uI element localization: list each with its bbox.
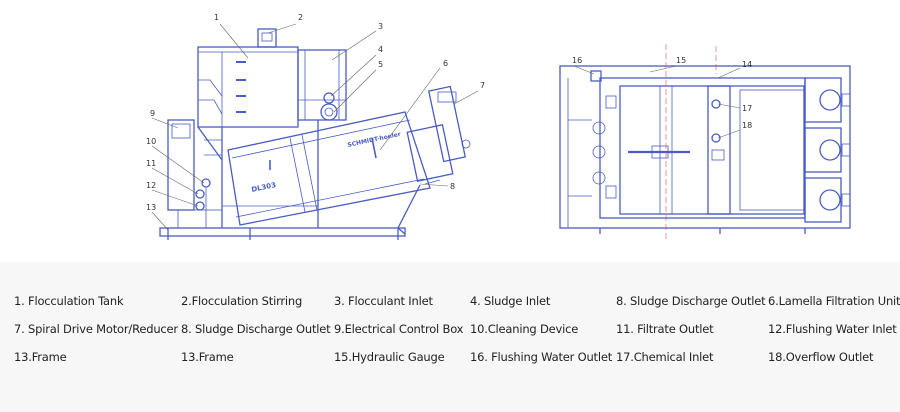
callout-4: 4	[378, 45, 383, 54]
side-view-callouts	[151, 23, 479, 231]
technical-drawing: DL303 SCHMIDT-hoeler 1 2 3 4 5 6 7	[146, 13, 851, 240]
legend-item: 12.Flushing Water Inlet	[768, 322, 897, 336]
callout-1: 1	[214, 13, 219, 22]
legend-item: 16. Flushing Water Outlet	[470, 350, 613, 364]
stirring-motor	[257, 28, 277, 48]
callout-14: 14	[742, 60, 752, 69]
callout-5: 5	[378, 60, 383, 69]
callout-17: 17	[742, 104, 752, 113]
legend-item: 13.Frame	[14, 350, 67, 364]
top-view-callout-labels: 16 15 14 17 18	[572, 56, 752, 130]
callout-15: 15	[676, 56, 686, 65]
drive-motor-3	[819, 189, 841, 211]
callout-13: 13	[146, 203, 156, 212]
callout-9: 9	[150, 109, 155, 118]
legend-item: 13.Frame	[181, 350, 234, 364]
chemical-inlet	[711, 99, 721, 109]
parts-legend: 1. Flocculation Tank 2.Flocculation Stir…	[0, 262, 900, 412]
side-view-callout-labels: 1 2 3 4 5 6 7 8 9 10 11 12 13	[146, 13, 485, 212]
spiral-drive-motor	[406, 124, 454, 182]
lamella-filtration-unit	[227, 111, 431, 226]
top-view	[559, 65, 851, 234]
legend-item: 3. Flocculant Inlet	[334, 294, 433, 308]
legend-item: 17.Chemical Inlet	[616, 350, 714, 364]
drive-motor-2	[819, 139, 841, 161]
flushing-water-outlet	[590, 70, 602, 82]
cleaning-device	[201, 178, 211, 188]
legend-item: 7. Spiral Drive Motor/Reducer	[14, 322, 178, 336]
top-view-outer-frame	[559, 65, 851, 229]
legend-item: 18.Overflow Outlet	[768, 350, 874, 364]
callout-8: 8	[450, 182, 455, 191]
legend-item: 6.Lamella Filtration Unit	[768, 294, 900, 308]
top-view-centerlines	[665, 44, 717, 240]
legend-item: 10.Cleaning Device	[470, 322, 579, 336]
side-view: DL303 SCHMIDT-hoeler	[159, 28, 471, 240]
callout-11: 11	[146, 159, 156, 168]
plate-label: DL303	[251, 181, 277, 194]
callout-12: 12	[146, 181, 156, 190]
callout-7: 7	[480, 81, 485, 90]
legend-item: 15.Hydraulic Gauge	[334, 350, 445, 364]
callout-6: 6	[443, 59, 448, 68]
legend-item: 8. Sludge Discharge Outlet	[181, 322, 331, 336]
callout-2: 2	[298, 13, 303, 22]
callout-18: 18	[742, 121, 752, 130]
drive-motor-1	[819, 89, 841, 111]
legend-item: 9.Electrical Control Box	[334, 322, 464, 336]
sludge-inlet-flange	[323, 92, 335, 104]
filtrate-outlet	[195, 189, 205, 199]
legend-item: 4. Sludge Inlet	[470, 294, 551, 308]
legend-item: 11. Filtrate Outlet	[616, 322, 714, 336]
legend-item: 1. Flocculation Tank	[14, 294, 124, 308]
frame	[159, 227, 406, 237]
overflow-outlet	[711, 133, 721, 143]
top-view-callouts	[573, 65, 741, 139]
callout-3: 3	[378, 22, 383, 31]
legend-item: 8. Sludge Discharge Outlet	[616, 294, 766, 308]
callout-10: 10	[146, 137, 156, 146]
callout-16: 16	[572, 56, 582, 65]
flocculation-tank	[197, 46, 299, 128]
legend-item: 2.Flocculation Stirring	[181, 294, 303, 308]
